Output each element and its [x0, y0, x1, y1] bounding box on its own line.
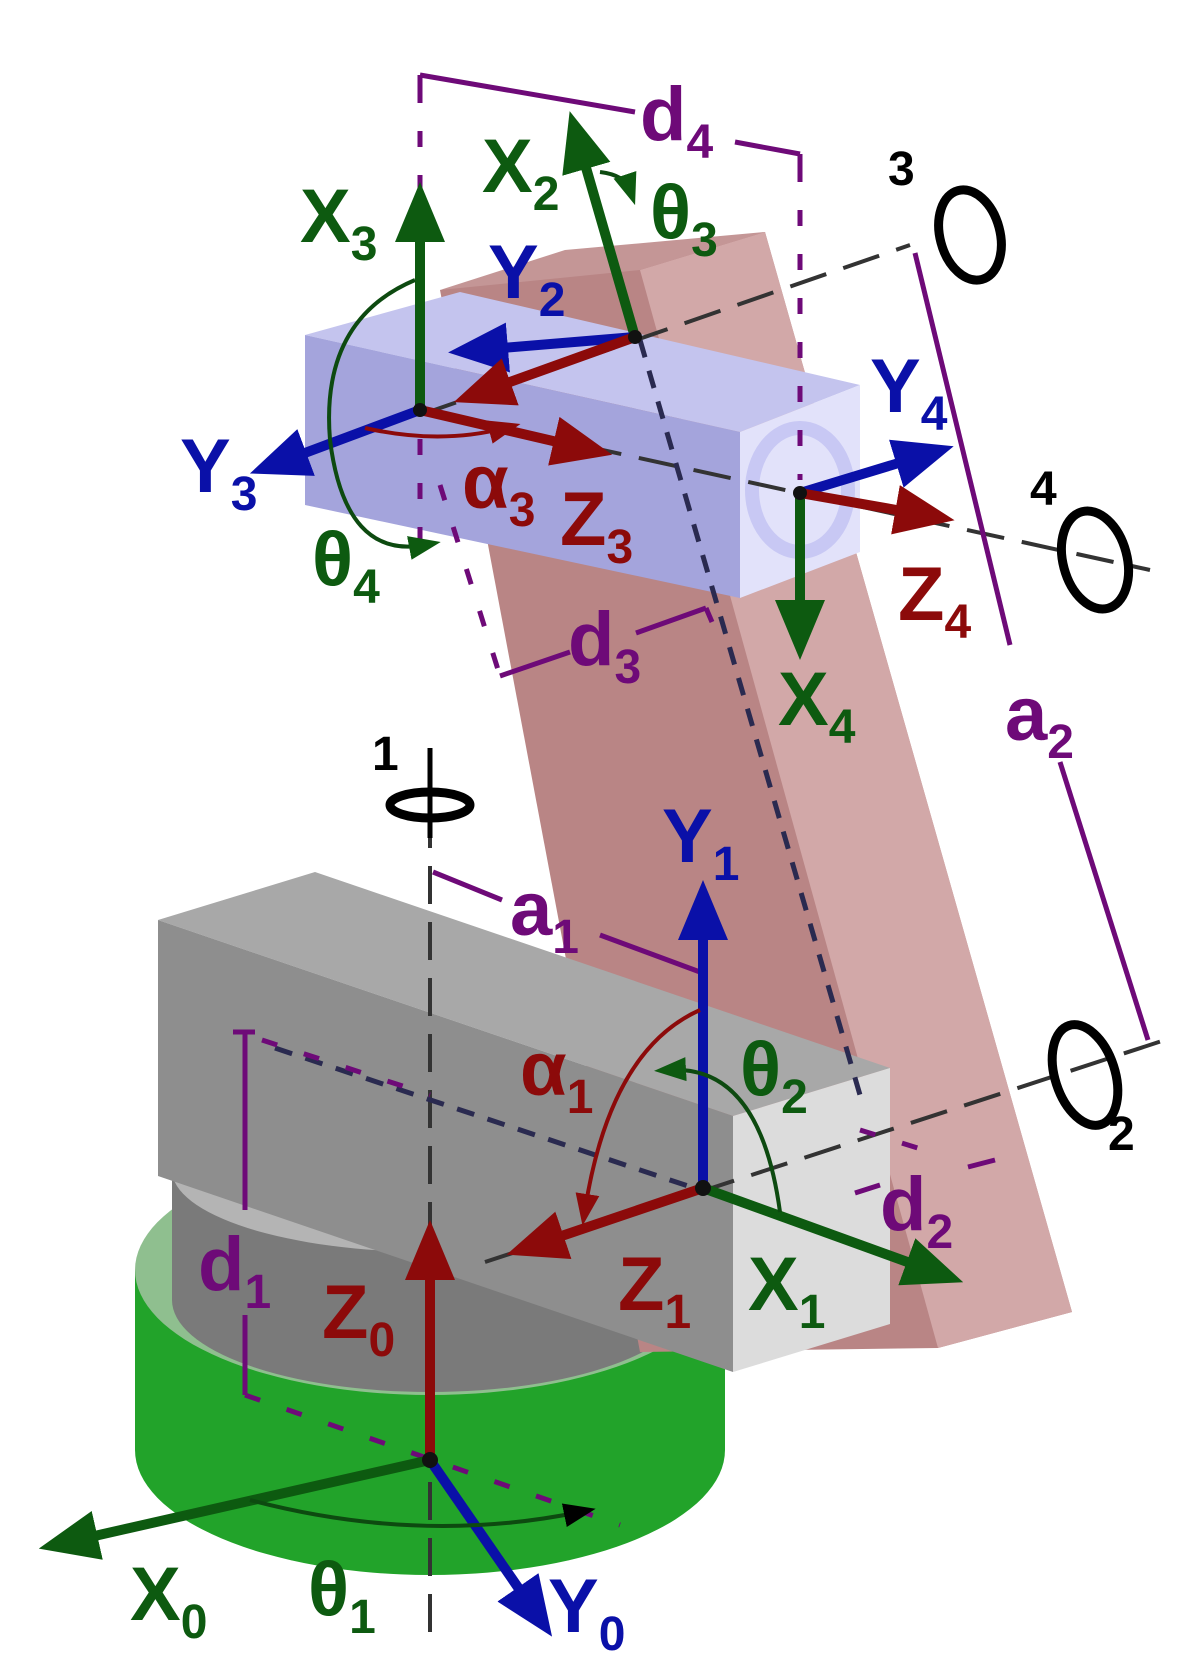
label-theta4: θ4	[312, 517, 380, 614]
theta4-arc	[327, 278, 441, 560]
joint-4-number: 4	[1030, 463, 1057, 516]
label-Z3: Z3	[560, 477, 633, 574]
label-a1: a1	[510, 867, 579, 964]
label-d4: d4	[640, 72, 713, 169]
joint-1-rotation-icon	[385, 748, 475, 838]
joint-rotation-symbols	[385, 185, 1134, 1130]
frame-0-axes	[38, 1220, 553, 1637]
label-Z4: Z4	[898, 552, 971, 649]
z1-arrow	[506, 1183, 705, 1260]
label-d2: d2	[880, 1162, 953, 1259]
label-Y1: Y1	[662, 794, 739, 891]
theta2-arc	[654, 1057, 782, 1213]
y2-arrow	[448, 322, 636, 373]
label-alpha1: α1	[520, 1027, 593, 1124]
angle-arcs	[249, 170, 782, 1528]
z2-arrow	[453, 332, 637, 406]
label-X0: X0	[130, 1552, 207, 1649]
y0-arrow	[425, 1457, 553, 1637]
x2-arrow	[562, 111, 640, 339]
y3-arrow	[249, 405, 422, 476]
label-a2: a2	[1005, 672, 1074, 769]
frame-origins	[413, 330, 807, 1468]
joint-2-rotation-icon	[1047, 1020, 1123, 1130]
frame-4-axes	[775, 439, 955, 660]
hidden-lines	[274, 339, 863, 1193]
label-Y3: Y3	[180, 424, 257, 521]
label-Y2: Y2	[488, 230, 565, 327]
alpha3-arc	[364, 420, 521, 444]
label-Y4: Y4	[870, 344, 948, 441]
label-X3: X3	[300, 174, 377, 271]
alpha1-arc	[575, 1008, 701, 1226]
labels: X0 Y0 Z0 θ1 d1 a1 Y1 α1 θ2 Z1 X1 d2 a2 X…	[130, 72, 1135, 1661]
label-d3: d3	[568, 597, 641, 694]
label-X2: X2	[482, 124, 559, 221]
label-Z0: Z0	[322, 1270, 395, 1367]
joint-3-rotation-icon	[934, 185, 1006, 285]
label-theta1: θ1	[308, 1547, 376, 1644]
label-d1: d1	[198, 1222, 271, 1319]
label-X1: X1	[748, 1242, 825, 1339]
joint-1-number: 1	[372, 728, 399, 781]
label-theta3: θ3	[650, 170, 718, 267]
frame-1-axes	[506, 880, 964, 1286]
joint-4-rotation-icon	[1056, 506, 1134, 614]
theta3-arc	[599, 170, 637, 206]
wrist-box	[305, 292, 860, 598]
joint-3-number: 3	[888, 143, 915, 196]
measure-lines	[233, 72, 1151, 1395]
frame-2-axes	[448, 111, 640, 406]
x0-arrow	[38, 1455, 432, 1560]
y4-arrow	[798, 439, 954, 498]
z4-arrow	[799, 485, 955, 535]
label-Y0: Y0	[548, 1564, 625, 1661]
label-alpha3: α3	[462, 440, 535, 537]
label-theta2: θ2	[740, 1027, 808, 1124]
theta1-arc	[249, 1498, 596, 1528]
label-Z1: Z1	[618, 1242, 691, 1339]
joint-2-number: 2	[1108, 1108, 1135, 1161]
x1-arrow	[701, 1183, 964, 1286]
label-X4: X4	[778, 657, 856, 754]
